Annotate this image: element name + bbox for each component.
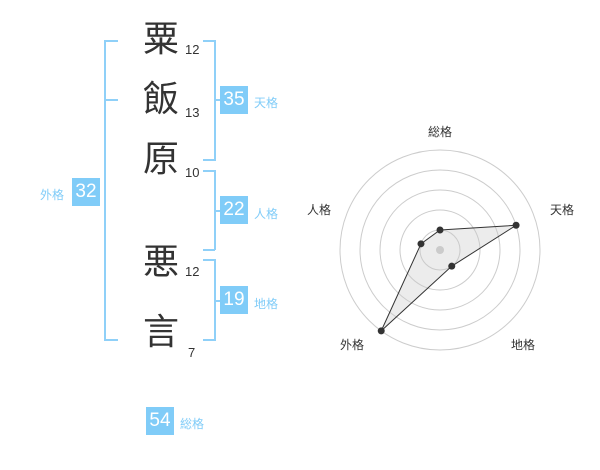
stroke-count-1: 12 xyxy=(185,42,200,57)
gaikaku-value: 32 xyxy=(72,178,100,206)
chikaku-value: 19 xyxy=(220,286,248,314)
bracket-tick xyxy=(203,259,215,261)
name-char-3: 原 xyxy=(142,139,179,180)
radar-ring xyxy=(339,149,541,351)
tenkaku-value: 35 xyxy=(220,86,248,114)
bracket-tick xyxy=(104,40,118,42)
chikaku-label: 地格 xyxy=(254,297,279,311)
soukaku-label: 総格 xyxy=(180,417,205,431)
tenkaku-label: 天格 xyxy=(254,96,279,110)
stroke-count-3: 10 xyxy=(185,165,200,180)
radar-point xyxy=(417,240,425,248)
radar-center xyxy=(436,246,444,254)
gaikaku-label: 外格 xyxy=(40,188,65,202)
name-char-2: 飯 xyxy=(142,79,179,120)
bracket-tick xyxy=(203,339,215,341)
radar-ring xyxy=(379,189,501,311)
radar-axis-label: 地格 xyxy=(511,338,536,352)
name-char-1: 粟 xyxy=(142,19,179,60)
radar-point xyxy=(512,221,520,229)
bracket-tick xyxy=(203,170,215,172)
radar-axis-label: 人格 xyxy=(307,203,332,217)
jinkaku-value: 22 xyxy=(220,196,248,224)
bracket-tick xyxy=(104,99,118,101)
bracket-tick xyxy=(214,300,220,302)
stroke-count-4: 12 xyxy=(185,264,200,279)
bracket-tick xyxy=(203,40,215,42)
stroke-count-5: 7 xyxy=(188,345,196,360)
bracket-tick xyxy=(203,249,215,251)
name-char-4: 悪 xyxy=(142,242,179,283)
radar-point xyxy=(436,226,444,234)
radar-point xyxy=(448,262,456,270)
gaikaku-bracket xyxy=(104,40,106,341)
radar-ring xyxy=(359,169,521,331)
radar-point xyxy=(377,327,385,335)
bracket-tick xyxy=(203,159,215,161)
name-char-5: 言 xyxy=(142,312,179,353)
radar-axis-label: 総格 xyxy=(428,125,453,139)
bracket-tick xyxy=(214,210,220,212)
soukaku-value: 54 xyxy=(146,407,174,435)
radar-ring xyxy=(399,209,481,291)
bracket-tick xyxy=(104,339,118,341)
stroke-count-2: 13 xyxy=(185,105,200,120)
jinkaku-label: 人格 xyxy=(254,207,279,221)
radar-axis-label: 天格 xyxy=(550,203,575,217)
radar-area xyxy=(380,224,517,332)
radar-axis-label: 外格 xyxy=(340,338,365,352)
bracket-tick xyxy=(214,99,220,101)
